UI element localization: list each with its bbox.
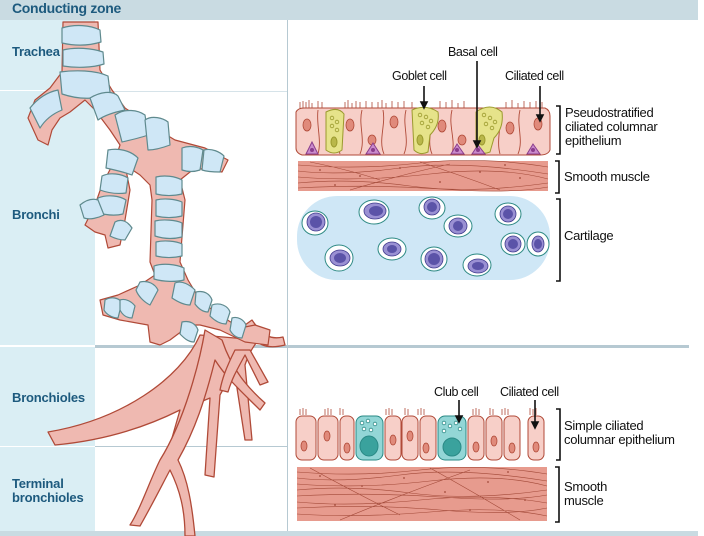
frame-line-mid xyxy=(95,345,689,348)
cartilage-ring xyxy=(99,173,129,194)
divider-bronchioles-terminal xyxy=(0,446,95,447)
frame-vertical-divider xyxy=(287,20,288,531)
divider-bronchi-bronchioles xyxy=(0,345,95,347)
cartilage-ring xyxy=(61,24,102,46)
label-line: muscle xyxy=(564,493,604,508)
label-ciliated-cell: Ciliated cell xyxy=(505,69,564,83)
pseudostratified-epithelium xyxy=(295,100,551,156)
cartilage-ring xyxy=(109,219,133,241)
cartilage-ring xyxy=(62,47,105,68)
cartilage-ring xyxy=(119,298,136,319)
label-line: Smooth xyxy=(564,479,608,494)
label-ciliated-cell-lower: Ciliated cell xyxy=(500,385,559,399)
label-smooth-muscle-upper: Smooth muscle xyxy=(564,169,650,184)
cartilage-ring xyxy=(155,175,183,197)
cartilage-ring xyxy=(29,89,63,129)
cartilage-ring xyxy=(79,198,105,220)
cartilage-layer xyxy=(297,196,550,280)
cartilage-ring xyxy=(229,316,247,339)
trachea-tube xyxy=(27,21,271,346)
label-smooth-muscle-lower: Smooth muscle xyxy=(564,480,607,508)
goblet-cell xyxy=(325,108,345,154)
arrow-head-ciliated-lower xyxy=(530,421,540,430)
arrow-head-goblet xyxy=(419,101,429,110)
zone-label-terminal-bronchioles: Terminal bronchioles xyxy=(12,476,84,505)
bracket-pseudostratified xyxy=(556,105,561,155)
zone-label-trachea: Trachea xyxy=(12,44,60,59)
label-cartilage: Cartilage xyxy=(564,228,614,243)
zone-label-bronchioles: Bronchioles xyxy=(12,390,85,405)
arrow-head-basal xyxy=(472,140,482,149)
frame-line-trachea xyxy=(95,91,287,92)
cilia-lower xyxy=(299,408,537,415)
label-line: columnar epithelium xyxy=(564,432,675,447)
cilia xyxy=(299,100,543,110)
label-line: ciliated columnar xyxy=(565,119,658,134)
bronchi-tree xyxy=(27,21,271,346)
label-line: Simple ciliated xyxy=(564,418,644,433)
cartilage-ring xyxy=(181,145,204,173)
label-club-cell: Club cell xyxy=(434,385,479,399)
lower-smooth-muscle xyxy=(296,466,548,521)
arrow-head-ciliated xyxy=(535,114,545,123)
cartilage-ring xyxy=(154,219,183,239)
cartilage-ring xyxy=(135,280,159,306)
cartilage-ring xyxy=(194,290,213,313)
bracket-smooth-muscle-lower xyxy=(555,466,560,523)
label-pseudostratified-epithelium: Pseudostratified ciliated columnar epith… xyxy=(565,105,658,148)
cartilage-ring xyxy=(209,303,231,325)
cartilage-ring xyxy=(153,263,185,282)
bracket-cartilage xyxy=(556,198,561,282)
cartilage-ring xyxy=(144,116,171,151)
header-title: Conducting zone xyxy=(12,0,122,16)
bronchiole-branches xyxy=(47,319,286,536)
bracket-simple-columnar xyxy=(556,408,561,461)
arrow-head-club xyxy=(454,415,464,424)
zone-label-terminal-line2: bronchioles xyxy=(12,490,84,505)
cartilage-ring xyxy=(201,148,225,173)
label-simple-columnar-epithelium: Simple ciliated columnar epithelium xyxy=(564,419,675,447)
cartilage-ring xyxy=(179,320,199,343)
cartilage-ring xyxy=(155,240,183,259)
club-cells xyxy=(355,415,467,461)
zone-label-bronchi: Bronchi xyxy=(12,207,60,222)
simple-columnar-epithelium xyxy=(295,408,545,461)
header-bar: Conducting zone xyxy=(0,0,698,20)
cartilage-ring xyxy=(103,297,123,319)
label-line: Pseudostratified xyxy=(565,105,654,120)
cartilage-ring xyxy=(89,91,126,121)
pointer-arrows xyxy=(419,61,545,430)
cartilage-ring xyxy=(171,281,196,306)
columnar-cells xyxy=(295,415,545,461)
goblet-cells xyxy=(325,106,503,155)
label-goblet-cell: Goblet cell xyxy=(392,69,447,83)
bronchiole-main-trunk xyxy=(129,329,266,536)
basal-cells xyxy=(305,140,541,155)
upper-smooth-muscle xyxy=(297,159,549,192)
layer-brackets xyxy=(555,105,561,523)
cartilage-ring xyxy=(105,148,139,176)
bracket-smooth-muscle-upper xyxy=(555,160,560,194)
zone-label-terminal-line1: Terminal xyxy=(12,476,64,491)
label-basal-cell: Basal cell xyxy=(448,45,498,59)
label-line: epithelium xyxy=(565,133,622,148)
footer-bar xyxy=(0,531,698,536)
frame-line-terminal xyxy=(95,446,287,447)
cartilage-ring xyxy=(155,198,183,219)
